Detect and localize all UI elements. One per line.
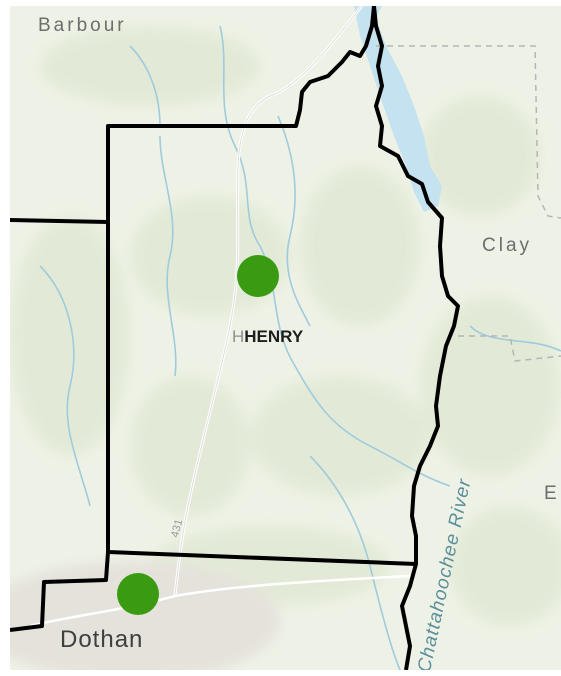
map-canvas — [10, 6, 561, 670]
place-label-edge: E — [544, 483, 560, 504]
county-boundaries-dashed — [376, 45, 561, 362]
lake — [354, 6, 442, 212]
county-label-text: HENRY — [244, 327, 304, 346]
vegetation-patches — [10, 26, 561, 626]
county-label-henry: HHENRY — [232, 328, 303, 345]
streams — [39, 25, 561, 670]
place-label-barbour: Barbour — [38, 15, 127, 36]
dothan-urban-area — [10, 561, 280, 670]
county-boundaries — [10, 6, 460, 670]
county-label-ghost: H — [232, 327, 245, 346]
site-marker-dothan[interactable] — [117, 573, 159, 615]
site-marker-henry[interactable] — [237, 255, 279, 297]
place-label-clay: Clay — [482, 235, 533, 256]
map-view[interactable]: Barbour Clay E HHENRY Dothan 431 Chattah… — [10, 6, 561, 670]
city-label-dothan: Dothan — [60, 626, 144, 653]
